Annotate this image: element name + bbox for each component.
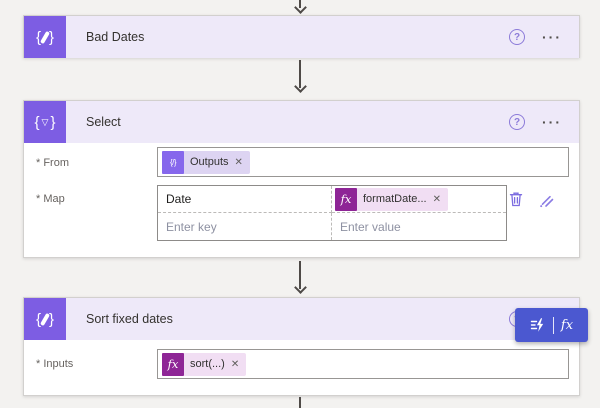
trash-icon — [509, 192, 523, 207]
help-icon[interactable]: ? — [509, 114, 525, 130]
formatdate-expression-token[interactable]: fx formatDate... ✕ — [335, 187, 448, 211]
delete-row-button[interactable] — [506, 189, 526, 209]
inputs-label: * Inputs — [36, 358, 74, 370]
more-menu-icon[interactable]: ··· — [542, 114, 562, 130]
brace-open-glyph: { — [34, 113, 40, 131]
compose-action-icon: { } — [24, 16, 66, 58]
help-icon[interactable]: ? — [509, 29, 525, 45]
map-key-value-table: Date fx formatDate... ✕ Enter key Enter … — [157, 185, 507, 241]
compose-token-icon: {/} — [162, 150, 184, 174]
from-label: * From — [36, 157, 69, 169]
brace-open-glyph: { — [35, 310, 41, 328]
close-icon[interactable]: ✕ — [230, 358, 240, 370]
expression-token-label: sort(...) — [190, 358, 225, 370]
dynamic-content-lightning-icon — [530, 318, 544, 332]
sort-title: Sort fixed dates — [86, 312, 173, 326]
connector-line — [298, 0, 302, 8]
map-value-cell[interactable]: fx formatDate... ✕ — [332, 186, 506, 213]
select-action-icon: { ▽ } — [24, 101, 66, 143]
fx-icon: fx — [335, 187, 357, 211]
expression-button[interactable]: fx — [560, 317, 574, 333]
sort-expression-token[interactable]: fx sort(...) ✕ — [162, 352, 247, 376]
action-card-select: { ▽ } Select ? ··· * From {/} Outputs ✕ … — [23, 100, 580, 258]
dynamic-content-button[interactable] — [530, 317, 546, 333]
more-menu-icon[interactable]: ··· — [542, 29, 562, 45]
connector-arrow-1 — [289, 60, 311, 93]
action-card-bad-dates[interactable]: { } Bad Dates ? ··· — [23, 15, 580, 58]
outputs-token[interactable]: {/} Outputs ✕ — [162, 150, 250, 174]
map-key-input-placeholder[interactable]: Enter key — [158, 213, 332, 240]
select-header-actions: ? ··· — [509, 114, 579, 130]
arrow-down-icon — [293, 80, 307, 93]
switch-to-text-mode-button[interactable] — [536, 190, 556, 210]
brace-close-glyph: } — [49, 28, 55, 46]
brace-open-glyph: { — [35, 28, 41, 46]
brace-close-glyph: } — [49, 310, 55, 328]
from-input[interactable]: {/} Outputs ✕ — [157, 147, 569, 177]
text-mode-pen-icon — [539, 195, 553, 207]
expression-token-label: formatDate... — [363, 193, 427, 205]
connector-arrow-top — [289, 0, 311, 14]
map-value-input-placeholder[interactable]: Enter value — [340, 219, 401, 234]
outputs-token-label: Outputs — [190, 156, 229, 168]
bad-dates-title: Bad Dates — [86, 30, 145, 44]
connector-arrow-2 — [289, 261, 311, 294]
connector-line — [298, 261, 302, 289]
arrow-down-icon — [293, 281, 307, 294]
select-title: Select — [86, 115, 121, 129]
sort-header[interactable]: { } Sort fixed dates ? ··· — [24, 298, 588, 342]
close-icon[interactable]: ✕ — [432, 193, 441, 205]
token-picker-flyout: fx — [515, 308, 588, 342]
action-card-sort-fixed-dates: { } Sort fixed dates ? ··· — [23, 297, 588, 396]
inputs-input[interactable]: fx sort(...) ✕ — [157, 349, 569, 379]
select-header[interactable]: { ▽ } Select ? ··· — [24, 101, 579, 143]
flyout-divider — [552, 316, 554, 334]
map-label: * Map — [36, 193, 65, 205]
fx-icon: fx — [162, 352, 184, 376]
close-icon[interactable]: ✕ — [234, 156, 243, 168]
map-key-cell[interactable]: Date — [158, 186, 332, 213]
bad-dates-header-actions: ? ··· — [509, 29, 579, 45]
arrow-down-icon — [293, 1, 307, 14]
connector-line — [298, 60, 302, 88]
connector-line-bottom — [299, 397, 302, 408]
brace-close-glyph: } — [50, 113, 56, 131]
triangle-down-glyph: ▽ — [41, 116, 49, 127]
compose-action-icon: { } — [24, 298, 66, 340]
bad-dates-header[interactable]: { } Bad Dates ? ··· — [24, 16, 579, 58]
